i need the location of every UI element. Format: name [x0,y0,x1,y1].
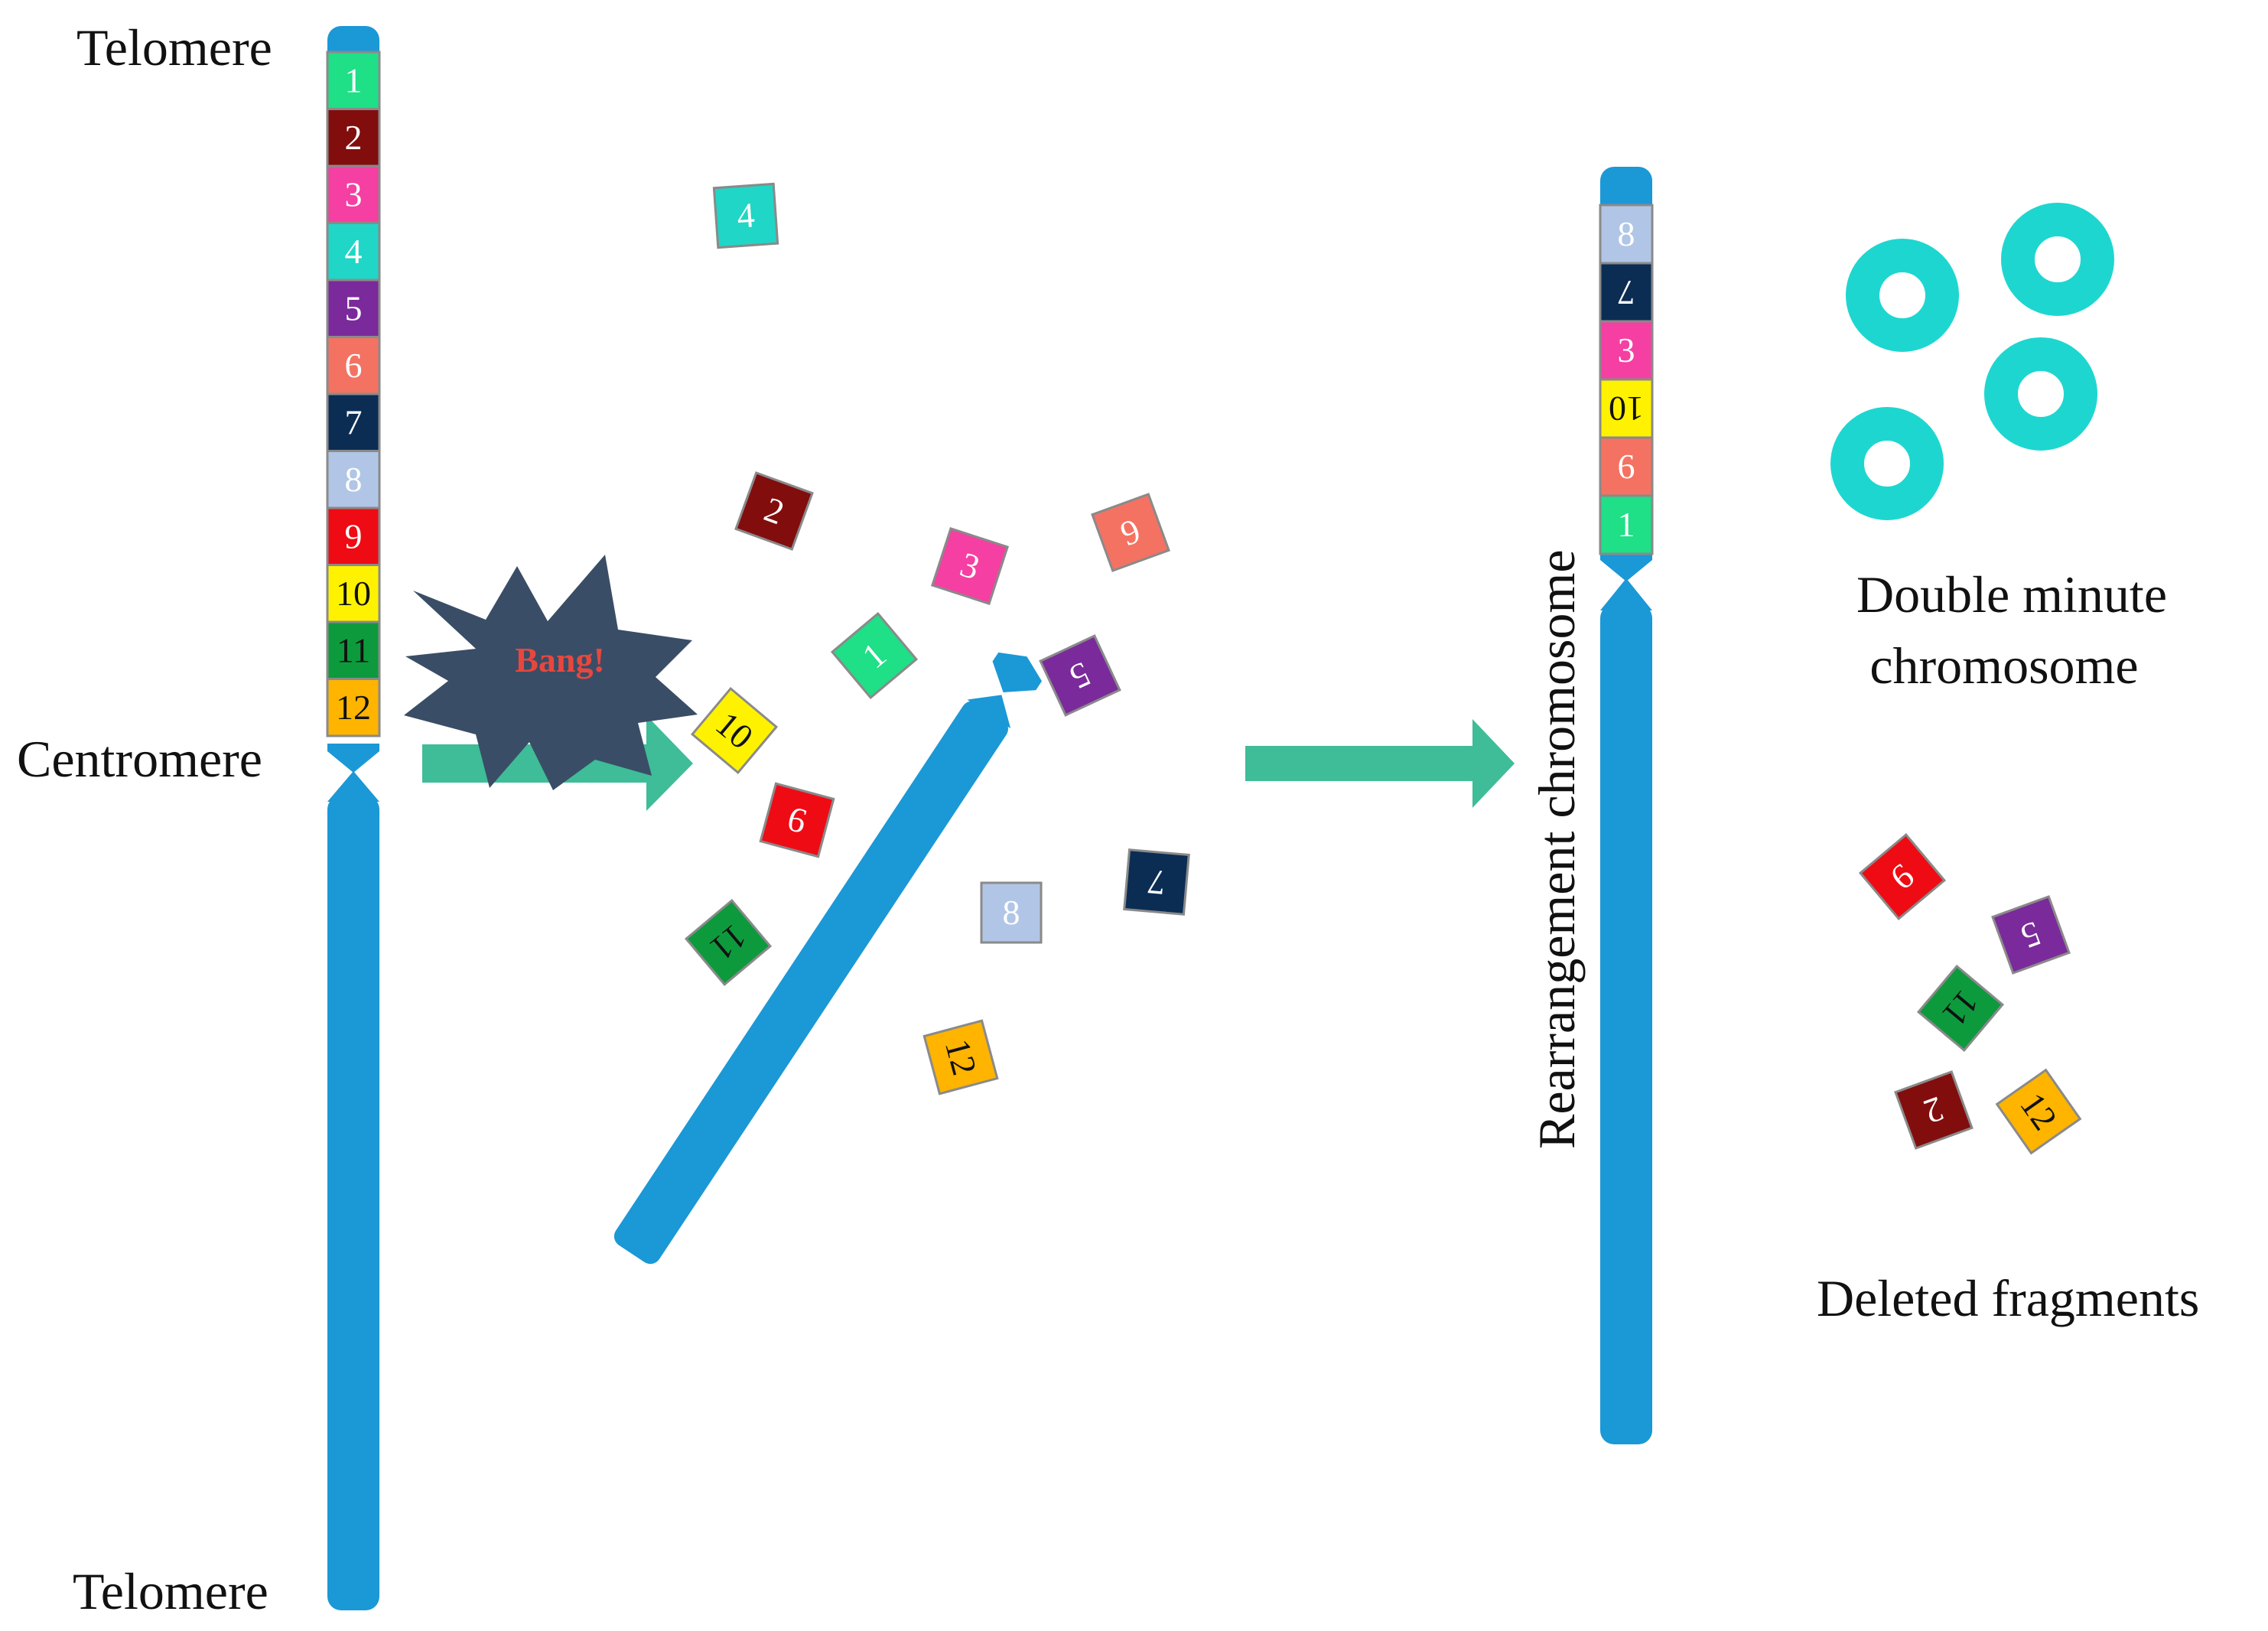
rearranged-segment-stack: 8 7 3 10 6 1 [1599,203,1654,555]
segment-number: 8 [1618,214,1635,253]
double-minute-label-line1: Double minute [1856,565,2167,623]
segment-number: 10 [336,574,371,613]
rearranged-segment: 8 [1599,203,1654,265]
scattered-fragment: 5 [1039,634,1121,717]
scattered-fragment: 10 [690,686,779,775]
original-segment: 3 [326,164,381,224]
deleted-fragment: 2 [1894,1070,1974,1150]
scattered-fragment: 8 [980,881,1043,944]
deleted-fragment: 12 [1995,1068,2082,1155]
segment-number: 6 [1618,447,1635,486]
original-segment: 6 [326,336,381,396]
bang-burst: Bang! [404,555,698,790]
rearranged-segment: 10 [1599,378,1654,439]
telomere-top-label: Telomere [76,18,272,77]
segment-number: 1 [1618,505,1635,544]
rearranged-segment: 1 [1599,494,1654,555]
segment-number: 11 [337,630,370,669]
original-segment: 4 [326,222,381,282]
segment-number: 4 [345,232,363,271]
segment-number: 7 [345,402,363,441]
rearranged-chromosome: 8 7 3 10 6 1 [1599,167,1654,1444]
scattered-fragment: 12 [922,1019,999,1095]
original-segment: 11 [326,620,381,680]
original-segment: 12 [326,678,381,737]
scattered-fragment: 9 [759,782,835,858]
ring-icon [2001,203,2114,316]
original-segment: 7 [326,392,381,452]
ring-icon [1846,239,1959,352]
centromere-label: Centromere [17,730,262,788]
rearranged-chromosome-label: Rearrangement chromosome [1528,549,1586,1149]
segment-number: 4 [736,195,757,235]
rearrangement-arrow [1245,719,1515,808]
segment-number: 8 [345,460,363,499]
rearranged-segment: 7 [1599,262,1654,323]
ring-icon [1830,407,1944,520]
deleted-fragment: 9 [1858,832,1947,921]
scattered-fragment: 7 [1123,848,1190,916]
deleted-fragments-label: Deleted fragments [1817,1269,2199,1327]
rearranged-segment: 6 [1599,436,1654,497]
deleted-fragment: 5 [1991,895,2071,975]
segment-number: 7 [1146,862,1167,903]
rearranged-segment: 3 [1599,320,1654,381]
telomere-bottom-label: Telomere [73,1562,268,1620]
original-segment: 1 [326,50,381,110]
segment-number: 3 [345,174,363,213]
double-minute-label-line2: chromosome [1869,636,2138,695]
ring-icon [1984,337,2097,451]
scattered-fragment: 1 [830,611,919,700]
original-segment: 10 [326,564,381,623]
scattered-fragment: 6 [1091,493,1170,572]
segment-number: 9 [345,516,363,555]
segment-number: 1 [345,60,363,99]
segment-number: 6 [345,346,363,385]
segment-number: 7 [1618,273,1635,312]
original-segment: 9 [326,506,381,566]
segment-number: 3 [1618,330,1635,369]
segment-number: 2 [345,118,363,157]
scattered-fragment: 2 [734,471,814,551]
scattered-fragment: 4 [712,182,779,249]
segment-number: 10 [1609,389,1644,428]
bang-text: Bang! [515,640,605,679]
segment-number: 5 [345,288,363,327]
scattered-fragment: 11 [684,898,773,987]
original-segment: 5 [326,278,381,338]
double-minute-rings [1830,203,2114,520]
scattered-fragment: 3 [930,526,1010,606]
segment-number: 8 [1003,893,1020,932]
broken-chromosome [613,652,1042,1265]
segment-number: 12 [336,688,371,727]
original-segment: 2 [326,108,381,168]
original-segment: 8 [326,450,381,509]
deleted-fragment: 11 [1916,964,2005,1053]
